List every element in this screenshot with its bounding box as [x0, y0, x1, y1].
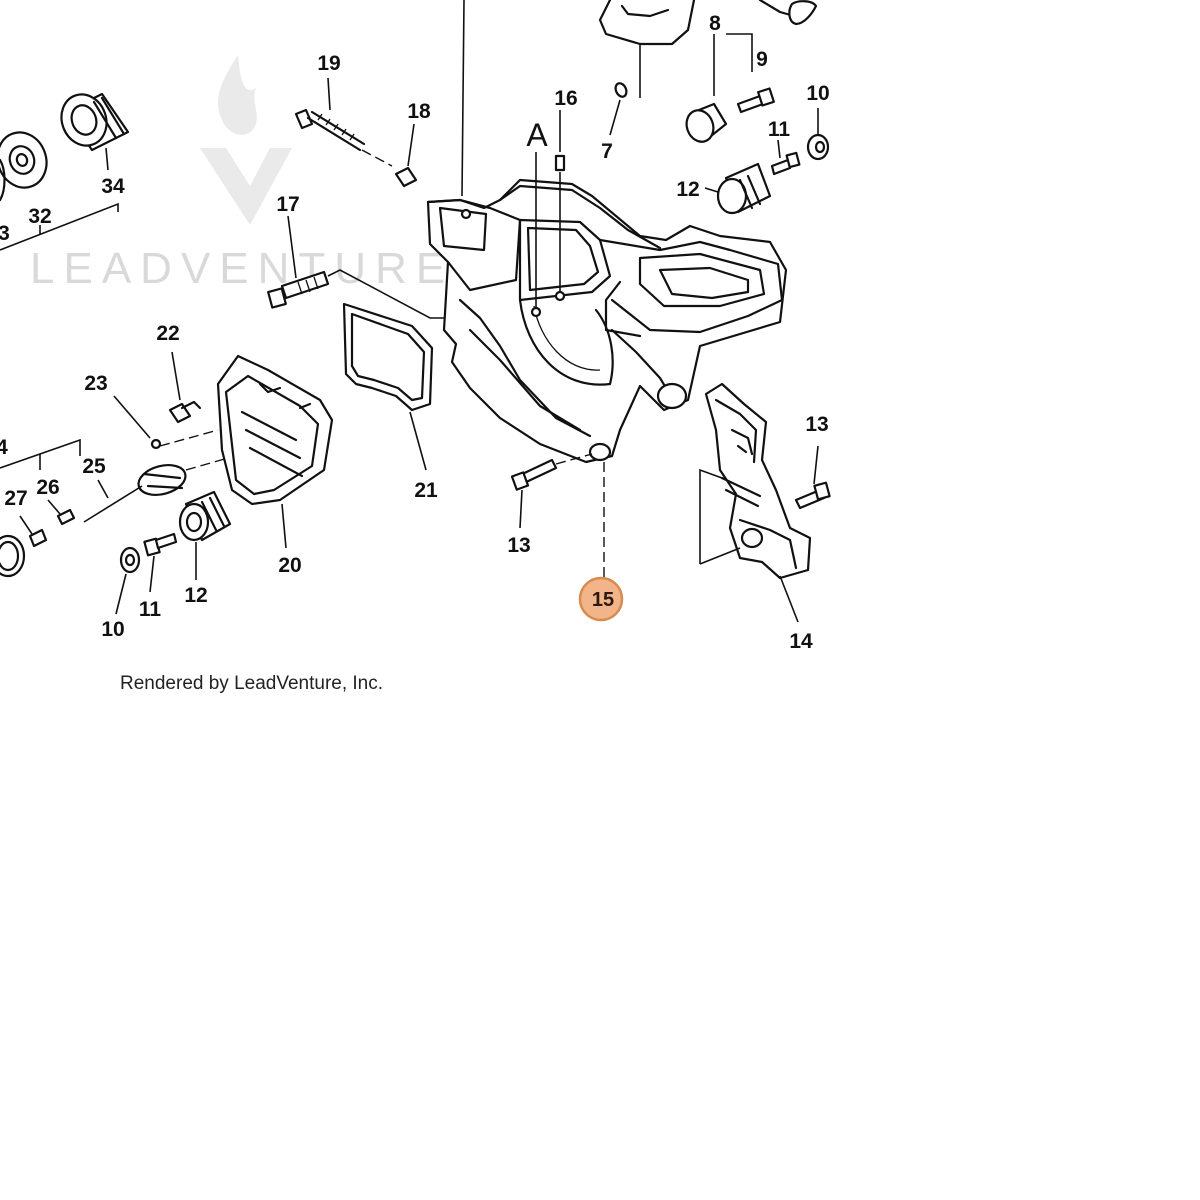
part-18-nut	[394, 123, 418, 188]
part-26-clip	[47, 499, 76, 526]
part-3-fragment	[0, 158, 6, 202]
callout-labels: 3 32 34 19 18 17 A 16 7 8 9 10 11 12 22 …	[0, 12, 830, 653]
part-9-screw	[736, 87, 775, 114]
callout-9: 9	[756, 48, 768, 71]
callout-32: 32	[28, 205, 51, 228]
part-upper-housing	[461, 0, 818, 197]
part-7-clip	[609, 82, 628, 136]
callout-4: 4	[0, 436, 8, 459]
callout-12-top: 12	[676, 178, 699, 201]
callout-16: 16	[554, 87, 577, 110]
part-15-crankcase	[426, 110, 788, 578]
part-23-pin	[113, 395, 219, 450]
part-34-grommet	[60, 92, 130, 171]
callout-12-bottom: 12	[184, 584, 207, 607]
callout-15-highlight[interactable]: 15	[578, 576, 624, 622]
render-credit: Rendered by LeadVenture, Inc.	[120, 673, 383, 694]
callout-26: 26	[36, 476, 59, 499]
part-17-bolt	[267, 215, 450, 319]
part-32-ring	[0, 131, 48, 189]
part-8-bushing	[685, 33, 753, 143]
callout-23: 23	[84, 372, 107, 395]
callout-14: 14	[789, 630, 813, 653]
callout-13-center: 13	[507, 534, 530, 557]
callout-8: 8	[709, 12, 721, 35]
callout-34: 34	[101, 175, 125, 198]
callout-10-bottom: 10	[101, 618, 124, 641]
callout-13-right: 13	[805, 413, 828, 436]
part-19-bolt	[294, 77, 393, 167]
callout-3: 3	[0, 222, 10, 245]
part-11-screw-top	[770, 139, 801, 176]
part-25-hose	[83, 457, 229, 523]
part-13-screw-center	[510, 453, 593, 529]
callout-21: 21	[414, 479, 438, 502]
watermark-text: LEADVENTURE	[30, 244, 454, 293]
part-10-washer-bottom	[115, 546, 141, 615]
callout-11-bottom: 11	[139, 598, 162, 621]
callout-22: 22	[156, 322, 179, 345]
callout-15-label[interactable]: 15	[592, 589, 614, 611]
part-12-mount-top	[704, 162, 772, 215]
callout-15-badge[interactable]	[578, 576, 624, 622]
part-14-bracket	[699, 382, 812, 623]
part-10-washer-top	[806, 108, 830, 161]
group-bracket-top-left	[0, 202, 119, 251]
part-11-screw-bottom	[143, 532, 178, 593]
part-20-cover	[216, 354, 334, 549]
callout-18: 18	[407, 100, 431, 123]
callout-27: 27	[4, 487, 27, 510]
part-12-mount-bottom	[178, 490, 232, 580]
part-21-gasket	[342, 302, 434, 471]
part-27-clip	[19, 515, 48, 548]
callout-10-top: 10	[806, 82, 829, 105]
watermark-logo-icon	[200, 55, 292, 225]
callout-11-top: 11	[768, 118, 791, 141]
callout-20: 20	[278, 554, 301, 577]
callout-19: 19	[317, 52, 340, 75]
group-bracket-left	[0, 438, 81, 470]
callout-7: 7	[601, 140, 613, 163]
section-marker-a: A	[526, 117, 548, 153]
watermark: LEADVENTURE	[30, 55, 454, 293]
callout-17: 17	[276, 193, 299, 216]
part-13-screw-right	[794, 445, 831, 510]
part-22-fitting	[168, 351, 202, 424]
callout-25: 25	[82, 455, 106, 478]
part-o-ring	[0, 534, 26, 578]
